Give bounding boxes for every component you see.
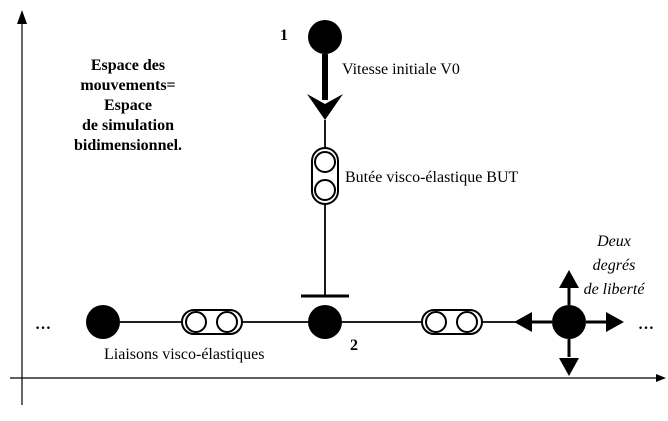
buffer-label: Butée visco-élastique BUT bbox=[345, 169, 519, 186]
dof-arrow-down-head bbox=[559, 358, 579, 376]
node-1 bbox=[308, 20, 342, 54]
dof-arrow-up-head bbox=[559, 270, 579, 288]
y-axis-arrowhead bbox=[17, 10, 27, 24]
velocity-arrowhead bbox=[307, 94, 343, 120]
space-caption-line-4: de simulation bbox=[82, 117, 174, 134]
velocity-label: Vitesse initiale V0 bbox=[342, 61, 460, 78]
node-2-label: 2 bbox=[350, 337, 358, 354]
node-right bbox=[552, 305, 586, 339]
dof-label-line-1: Deux bbox=[596, 233, 631, 250]
dof-arrow-left-head bbox=[514, 312, 532, 332]
node-2 bbox=[308, 305, 342, 339]
x-axis-arrowhead bbox=[656, 374, 666, 382]
link-buffer-right-circle-1 bbox=[425, 311, 447, 333]
link-buffer-right-circle-2 bbox=[456, 311, 478, 333]
dof-arrow-right-head bbox=[606, 312, 624, 332]
links-label: Liaisons visco-élastiques bbox=[104, 346, 264, 363]
dof-label-line-2: degrés bbox=[593, 257, 636, 274]
dof-label-line-3: de liberté bbox=[584, 281, 646, 298]
link-buffer-left-circle-1 bbox=[185, 311, 207, 333]
space-caption-line-3: Espace bbox=[104, 97, 152, 114]
node-left bbox=[86, 305, 120, 339]
link-buffer-left-circle-2 bbox=[216, 311, 238, 333]
space-caption-line-5: bidimensionnel. bbox=[74, 137, 182, 154]
space-caption-line-1: Espace des bbox=[91, 57, 165, 74]
dof-label: Deux degrés de liberté bbox=[584, 233, 646, 298]
space-caption: Espace des mouvements= Espace de simulat… bbox=[74, 57, 182, 154]
ellipsis-left: … bbox=[35, 316, 51, 333]
buffer-circle-top bbox=[314, 151, 336, 173]
node-1-label: 1 bbox=[280, 27, 288, 44]
ellipsis-right: … bbox=[638, 316, 654, 333]
buffer-circle-bottom bbox=[314, 179, 336, 201]
space-caption-line-2: mouvements= bbox=[80, 77, 175, 94]
